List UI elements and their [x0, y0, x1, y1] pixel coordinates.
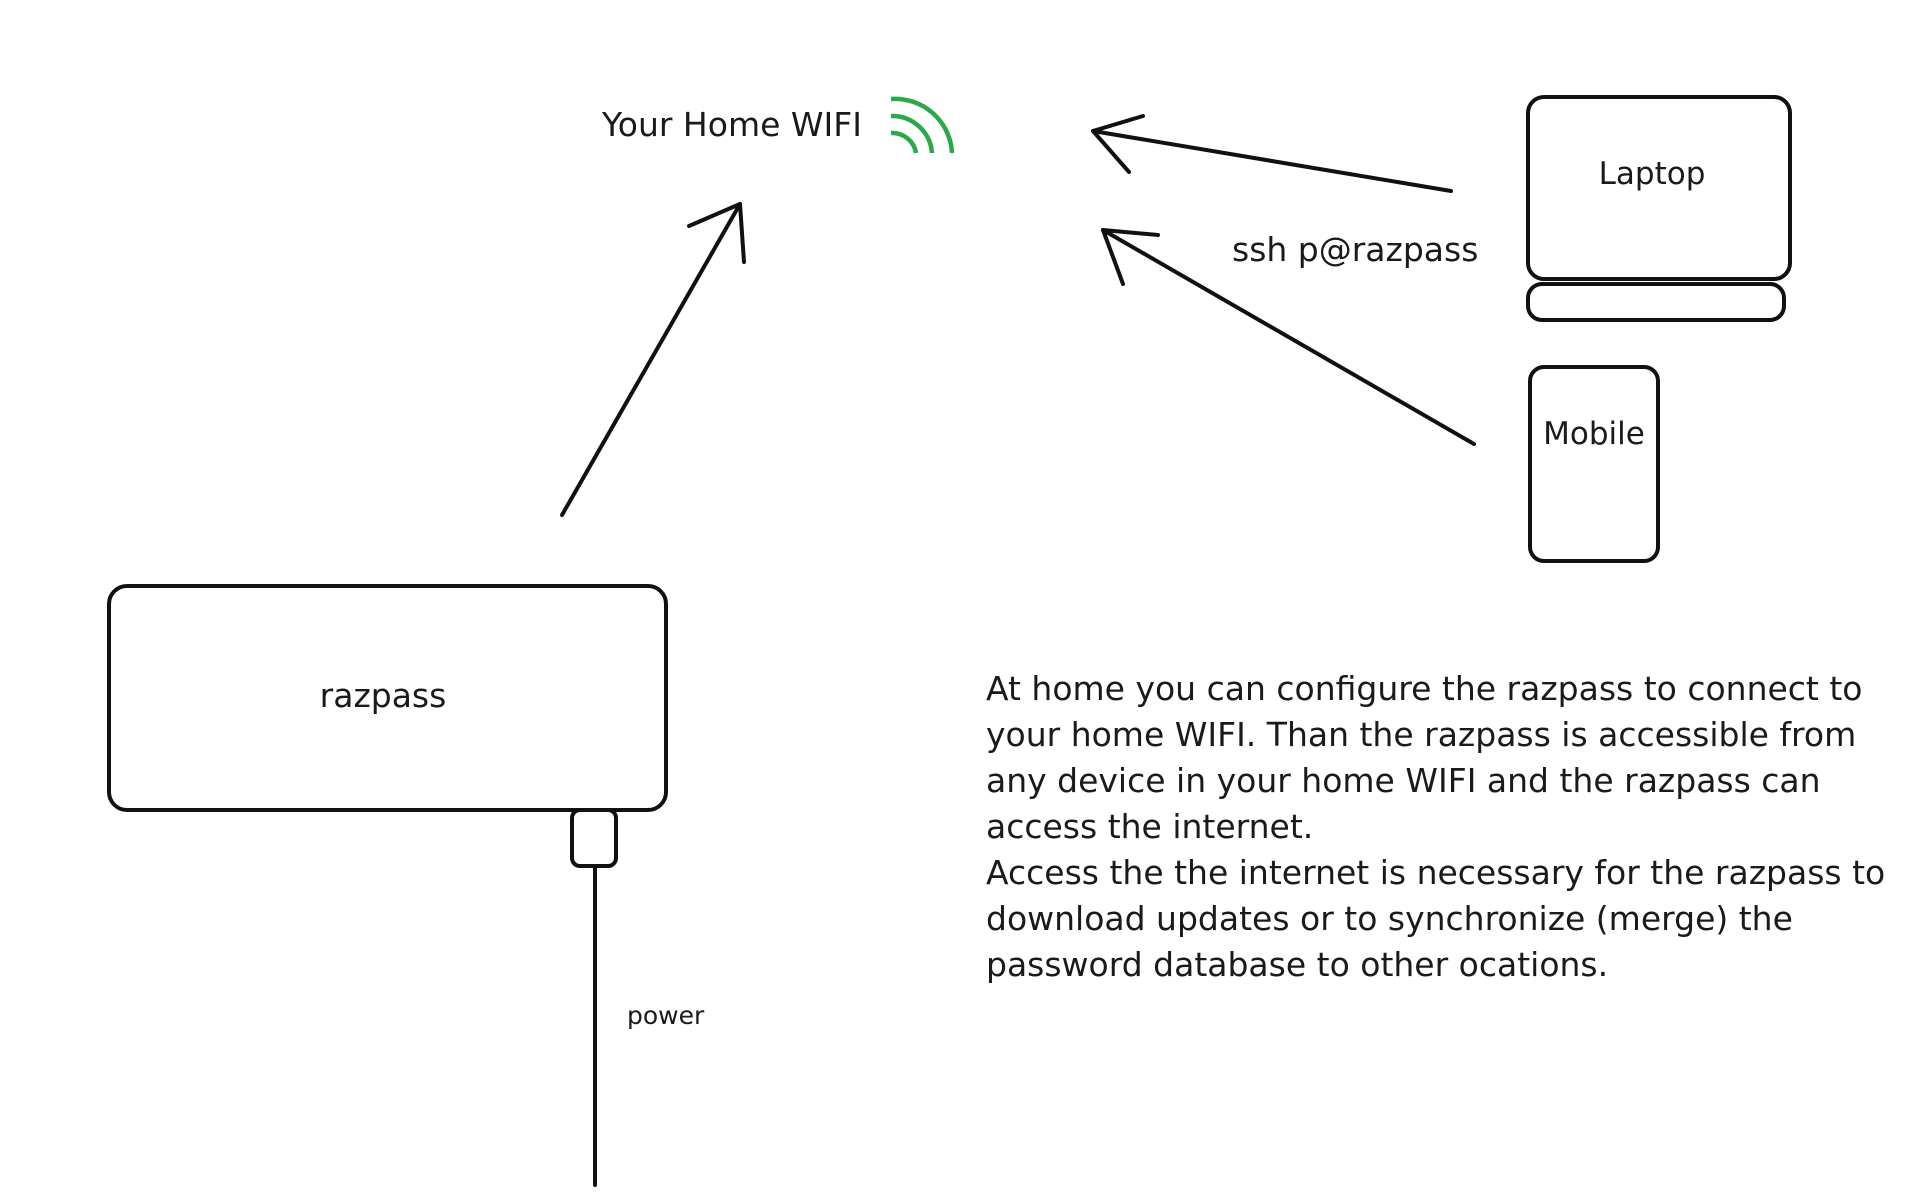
wifi-arc-inner: [890, 130, 919, 154]
power-label: power: [627, 1001, 705, 1030]
mobile-label: Mobile: [1543, 416, 1645, 452]
razpass-label: razpass: [320, 676, 447, 715]
description-paragraph-2: Access the the internet is necessary for…: [986, 853, 1886, 984]
power-connector: [570, 808, 618, 868]
laptop-icon: [1526, 95, 1792, 322]
description-paragraph-1: At home you can configure the razpass to…: [986, 669, 1863, 846]
arrow-razpass-to-wifi: [560, 202, 746, 517]
arrow-laptop-to-wifi: [1091, 114, 1453, 193]
laptop-base: [1526, 282, 1786, 322]
laptop-screen: [1526, 95, 1792, 281]
wifi-label: Your Home WIFI: [601, 105, 862, 144]
wifi-arc-outer: [890, 96, 955, 154]
laptop-label: Laptop: [1599, 156, 1706, 192]
ssh-label: ssh p@razpass: [1232, 230, 1478, 269]
arrow-mobile-to-wifi: [1101, 228, 1476, 446]
wifi-arc-middle: [890, 113, 935, 154]
wifi-icon: [890, 96, 955, 154]
razpass-device: [107, 584, 668, 812]
mobile-icon: [1528, 365, 1660, 563]
description-text: At home you can configure the razpass to…: [986, 666, 1886, 988]
